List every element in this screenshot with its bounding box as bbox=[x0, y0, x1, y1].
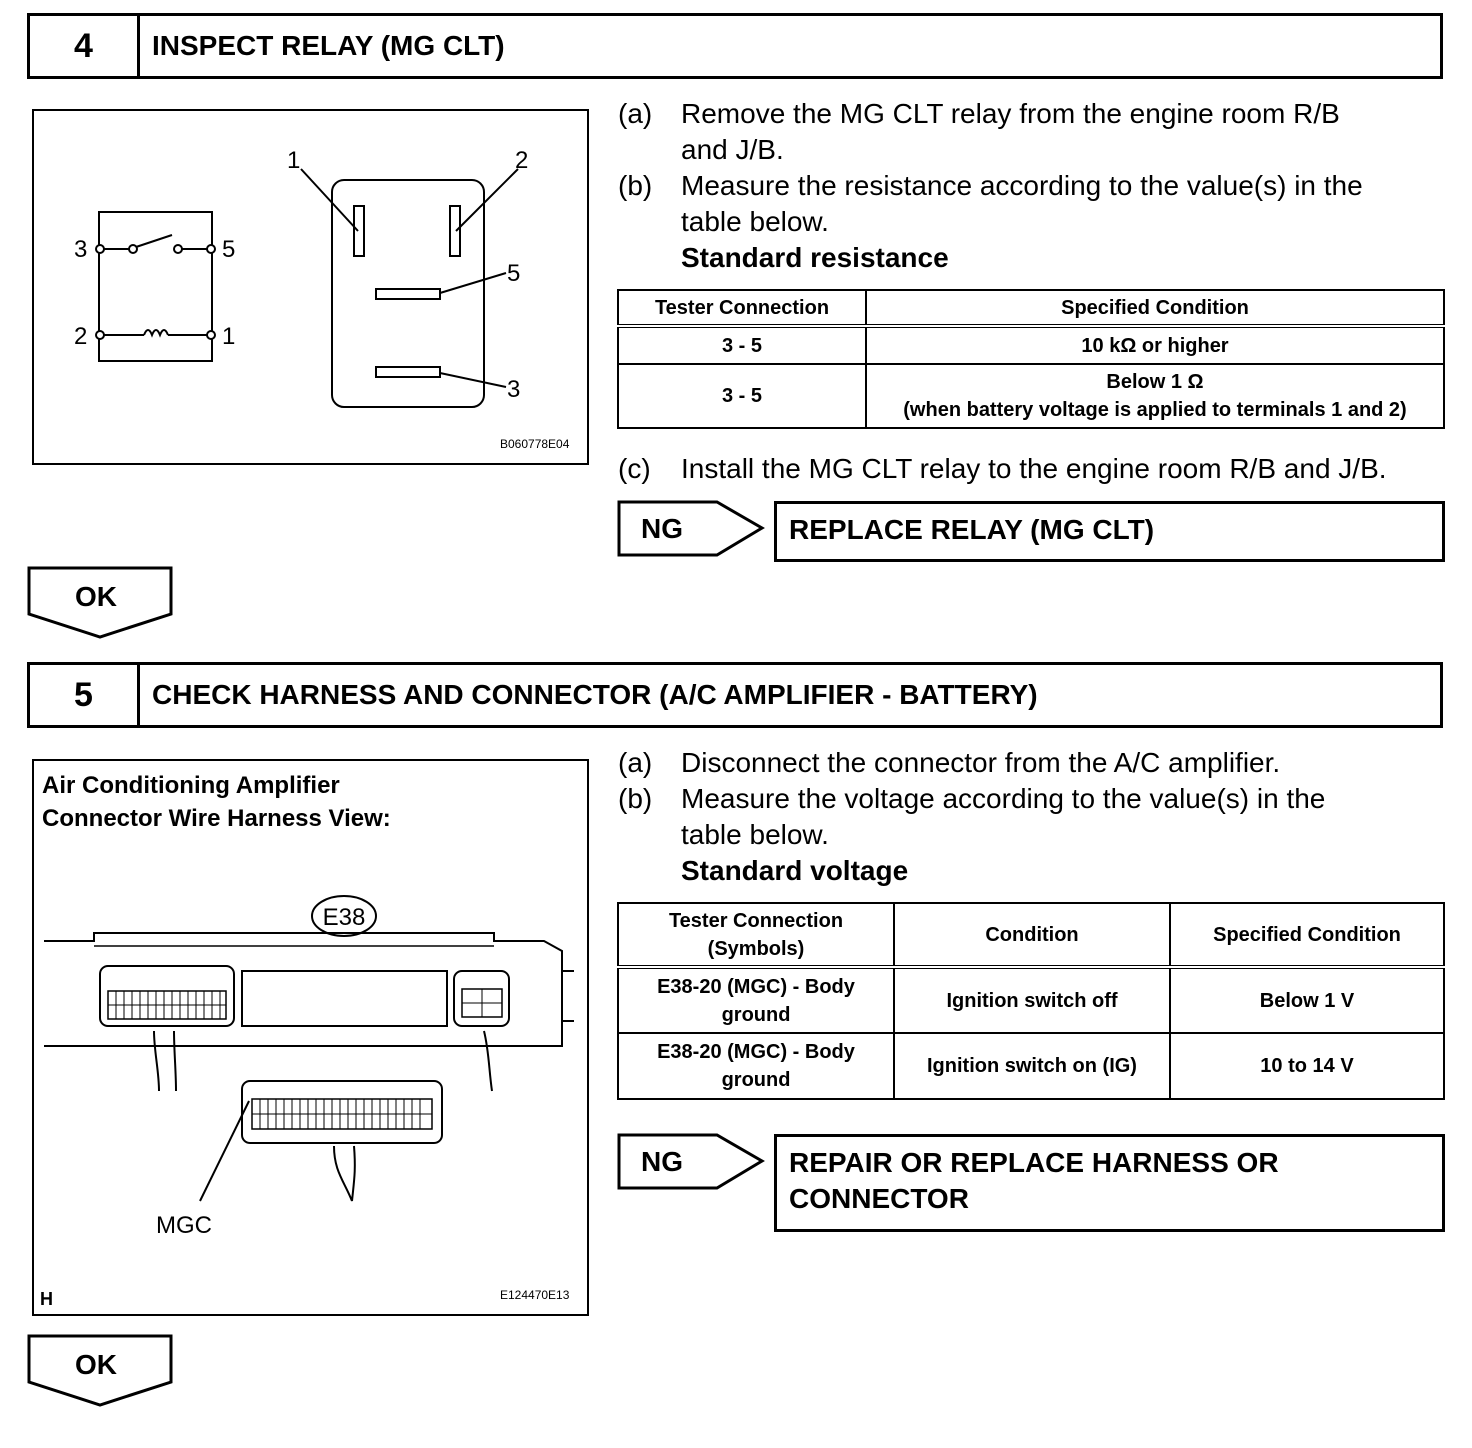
table-header: Specified Condition bbox=[865, 289, 1445, 328]
relay-diagram: 3 5 2 1 1 2 3 5 bbox=[74, 147, 528, 408]
mgc-label: MGC bbox=[156, 1212, 212, 1239]
table-cell-line: Below 1 Ω bbox=[1106, 371, 1204, 393]
step-b-text-2: table below. bbox=[681, 819, 829, 850]
replace-relay-box: REPLACE RELAY (MG CLT) bbox=[774, 501, 1445, 562]
standard-voltage-label: Standard voltage bbox=[681, 855, 909, 886]
table-cell: 10 to 14 V bbox=[1169, 1032, 1445, 1100]
table-cell: Ignition switch off bbox=[893, 966, 1171, 1034]
table-cell: E38-20 (MGC) - Body ground bbox=[617, 966, 895, 1034]
step-b-text-2: table below. bbox=[681, 206, 829, 237]
table-cell-line: E38-20 (MGC) - Body bbox=[657, 1041, 855, 1063]
ng-action-text: REPAIR OR REPLACE HARNESS OR bbox=[789, 1147, 1279, 1178]
table-cell: 3 - 5 bbox=[617, 363, 867, 429]
schematic-terminal-2: 2 bbox=[74, 323, 87, 350]
step-b-text-1: Measure the voltage according to the val… bbox=[681, 783, 1326, 814]
step-title: INSPECT RELAY (MG CLT) bbox=[152, 30, 505, 61]
relay-figure: 3 5 2 1 1 2 3 5 B060778E04 bbox=[32, 109, 589, 465]
relay-terminal-3: 3 bbox=[507, 376, 520, 403]
table-cell-line: (when battery voltage is applied to term… bbox=[903, 399, 1407, 421]
table-cell-line: E38-20 (MGC) - Body bbox=[657, 975, 855, 998]
table-header: Tester Connection bbox=[617, 289, 867, 328]
table-cell: Below 1 V bbox=[1169, 966, 1445, 1034]
table-cell: 10 kΩ or higher bbox=[865, 325, 1445, 365]
table-cell: Ignition switch on (IG) bbox=[893, 1032, 1171, 1100]
standard-resistance-label: Standard resistance bbox=[681, 242, 949, 273]
step-title: CHECK HARNESS AND CONNECTOR (A/C AMPLIFI… bbox=[152, 679, 1038, 710]
table-cell: E38-20 (MGC) - Body ground bbox=[617, 1032, 895, 1100]
relay-terminal-1: 1 bbox=[287, 147, 300, 174]
schematic-terminal-3: 3 bbox=[74, 236, 87, 263]
table-cell-line: ground bbox=[721, 1069, 791, 1091]
table-header-line: Tester Connection bbox=[668, 909, 844, 932]
figure-corner-mark: H bbox=[40, 1289, 53, 1309]
step-4-header: 4 INSPECT RELAY (MG CLT) bbox=[27, 13, 1443, 79]
schematic-terminal-1: 1 bbox=[222, 323, 235, 350]
resistance-table: Tester Connection Specified Condition 3 … bbox=[617, 289, 1445, 429]
ng-action-text: CONNECTOR bbox=[789, 1183, 969, 1214]
table-header: Specified Condition bbox=[1169, 902, 1445, 969]
table-header: Tester Connection (Symbols) bbox=[617, 902, 895, 969]
figure-title-line: Air Conditioning Amplifier bbox=[42, 772, 340, 799]
step-c-text: Install the MG CLT relay to the engine r… bbox=[681, 453, 1387, 484]
table-row: E38-20 (MGC) - Body ground Ignition swit… bbox=[617, 1032, 1445, 1100]
step-a-text-1: Disconnect the connector from the A/C am… bbox=[681, 747, 1281, 778]
ok-arrow[interactable]: OK bbox=[27, 1334, 175, 1408]
table-header: Condition bbox=[893, 902, 1171, 969]
step-a-text-1: Remove the MG CLT relay from the engine … bbox=[681, 98, 1340, 129]
step-number: 5 bbox=[30, 665, 140, 725]
ok-label: OK bbox=[75, 581, 117, 612]
table-cell: Below 1 Ω (when battery voltage is appli… bbox=[865, 363, 1445, 429]
ok-arrow[interactable]: OK bbox=[27, 566, 175, 640]
ng-arrow[interactable]: NG bbox=[617, 500, 767, 560]
schematic-terminal-5: 5 bbox=[222, 236, 235, 263]
table-header-line: (Symbols) bbox=[707, 937, 805, 960]
step-5-header: 5 CHECK HARNESS AND CONNECTOR (A/C AMPLI… bbox=[27, 662, 1443, 728]
figure-code: B060778E04 bbox=[500, 437, 570, 451]
step-a-text-2: and J/B. bbox=[681, 134, 784, 165]
table-row: E38-20 (MGC) - Body ground Ignition swit… bbox=[617, 966, 1445, 1034]
step-number: 4 bbox=[30, 16, 140, 76]
relay-terminal-2: 2 bbox=[515, 147, 528, 174]
repair-harness-box: REPAIR OR REPLACE HARNESS OR CONNECTOR bbox=[774, 1134, 1445, 1232]
step-b-text-1: Measure the resistance according to the … bbox=[681, 170, 1363, 201]
step-a-label: (a) bbox=[618, 747, 653, 778]
ng-label: NG bbox=[641, 513, 683, 544]
step-c-label: (c) bbox=[618, 453, 651, 484]
step-b-label: (b) bbox=[618, 783, 653, 814]
figure-title: Air Conditioning Amplifier Connector Wir… bbox=[42, 769, 391, 835]
ng-label: NG bbox=[641, 1146, 683, 1177]
connector-figure: Air Conditioning Amplifier Connector Wir… bbox=[32, 759, 589, 1316]
ok-label: OK bbox=[75, 1349, 117, 1380]
connector-callout: E38 bbox=[323, 904, 366, 931]
ng-action-text: REPLACE RELAY (MG CLT) bbox=[789, 514, 1155, 545]
amplifier-diagram: E38 bbox=[44, 895, 574, 1239]
voltage-table: Tester Connection (Symbols) Condition Sp… bbox=[617, 902, 1445, 1100]
figure-code: E124470E13 bbox=[500, 1288, 570, 1302]
table-row: 3 - 5 Below 1 Ω (when battery voltage is… bbox=[617, 363, 1445, 429]
step-a-label: (a) bbox=[618, 98, 653, 129]
figure-title-line: Connector Wire Harness View: bbox=[42, 805, 391, 832]
table-row: 3 - 5 10 kΩ or higher bbox=[617, 325, 1445, 365]
table-cell-line: ground bbox=[721, 1003, 791, 1026]
step-b-label: (b) bbox=[618, 170, 653, 201]
table-cell: 3 - 5 bbox=[617, 325, 867, 365]
ng-arrow[interactable]: NG bbox=[617, 1133, 767, 1193]
relay-terminal-5: 5 bbox=[507, 260, 520, 287]
